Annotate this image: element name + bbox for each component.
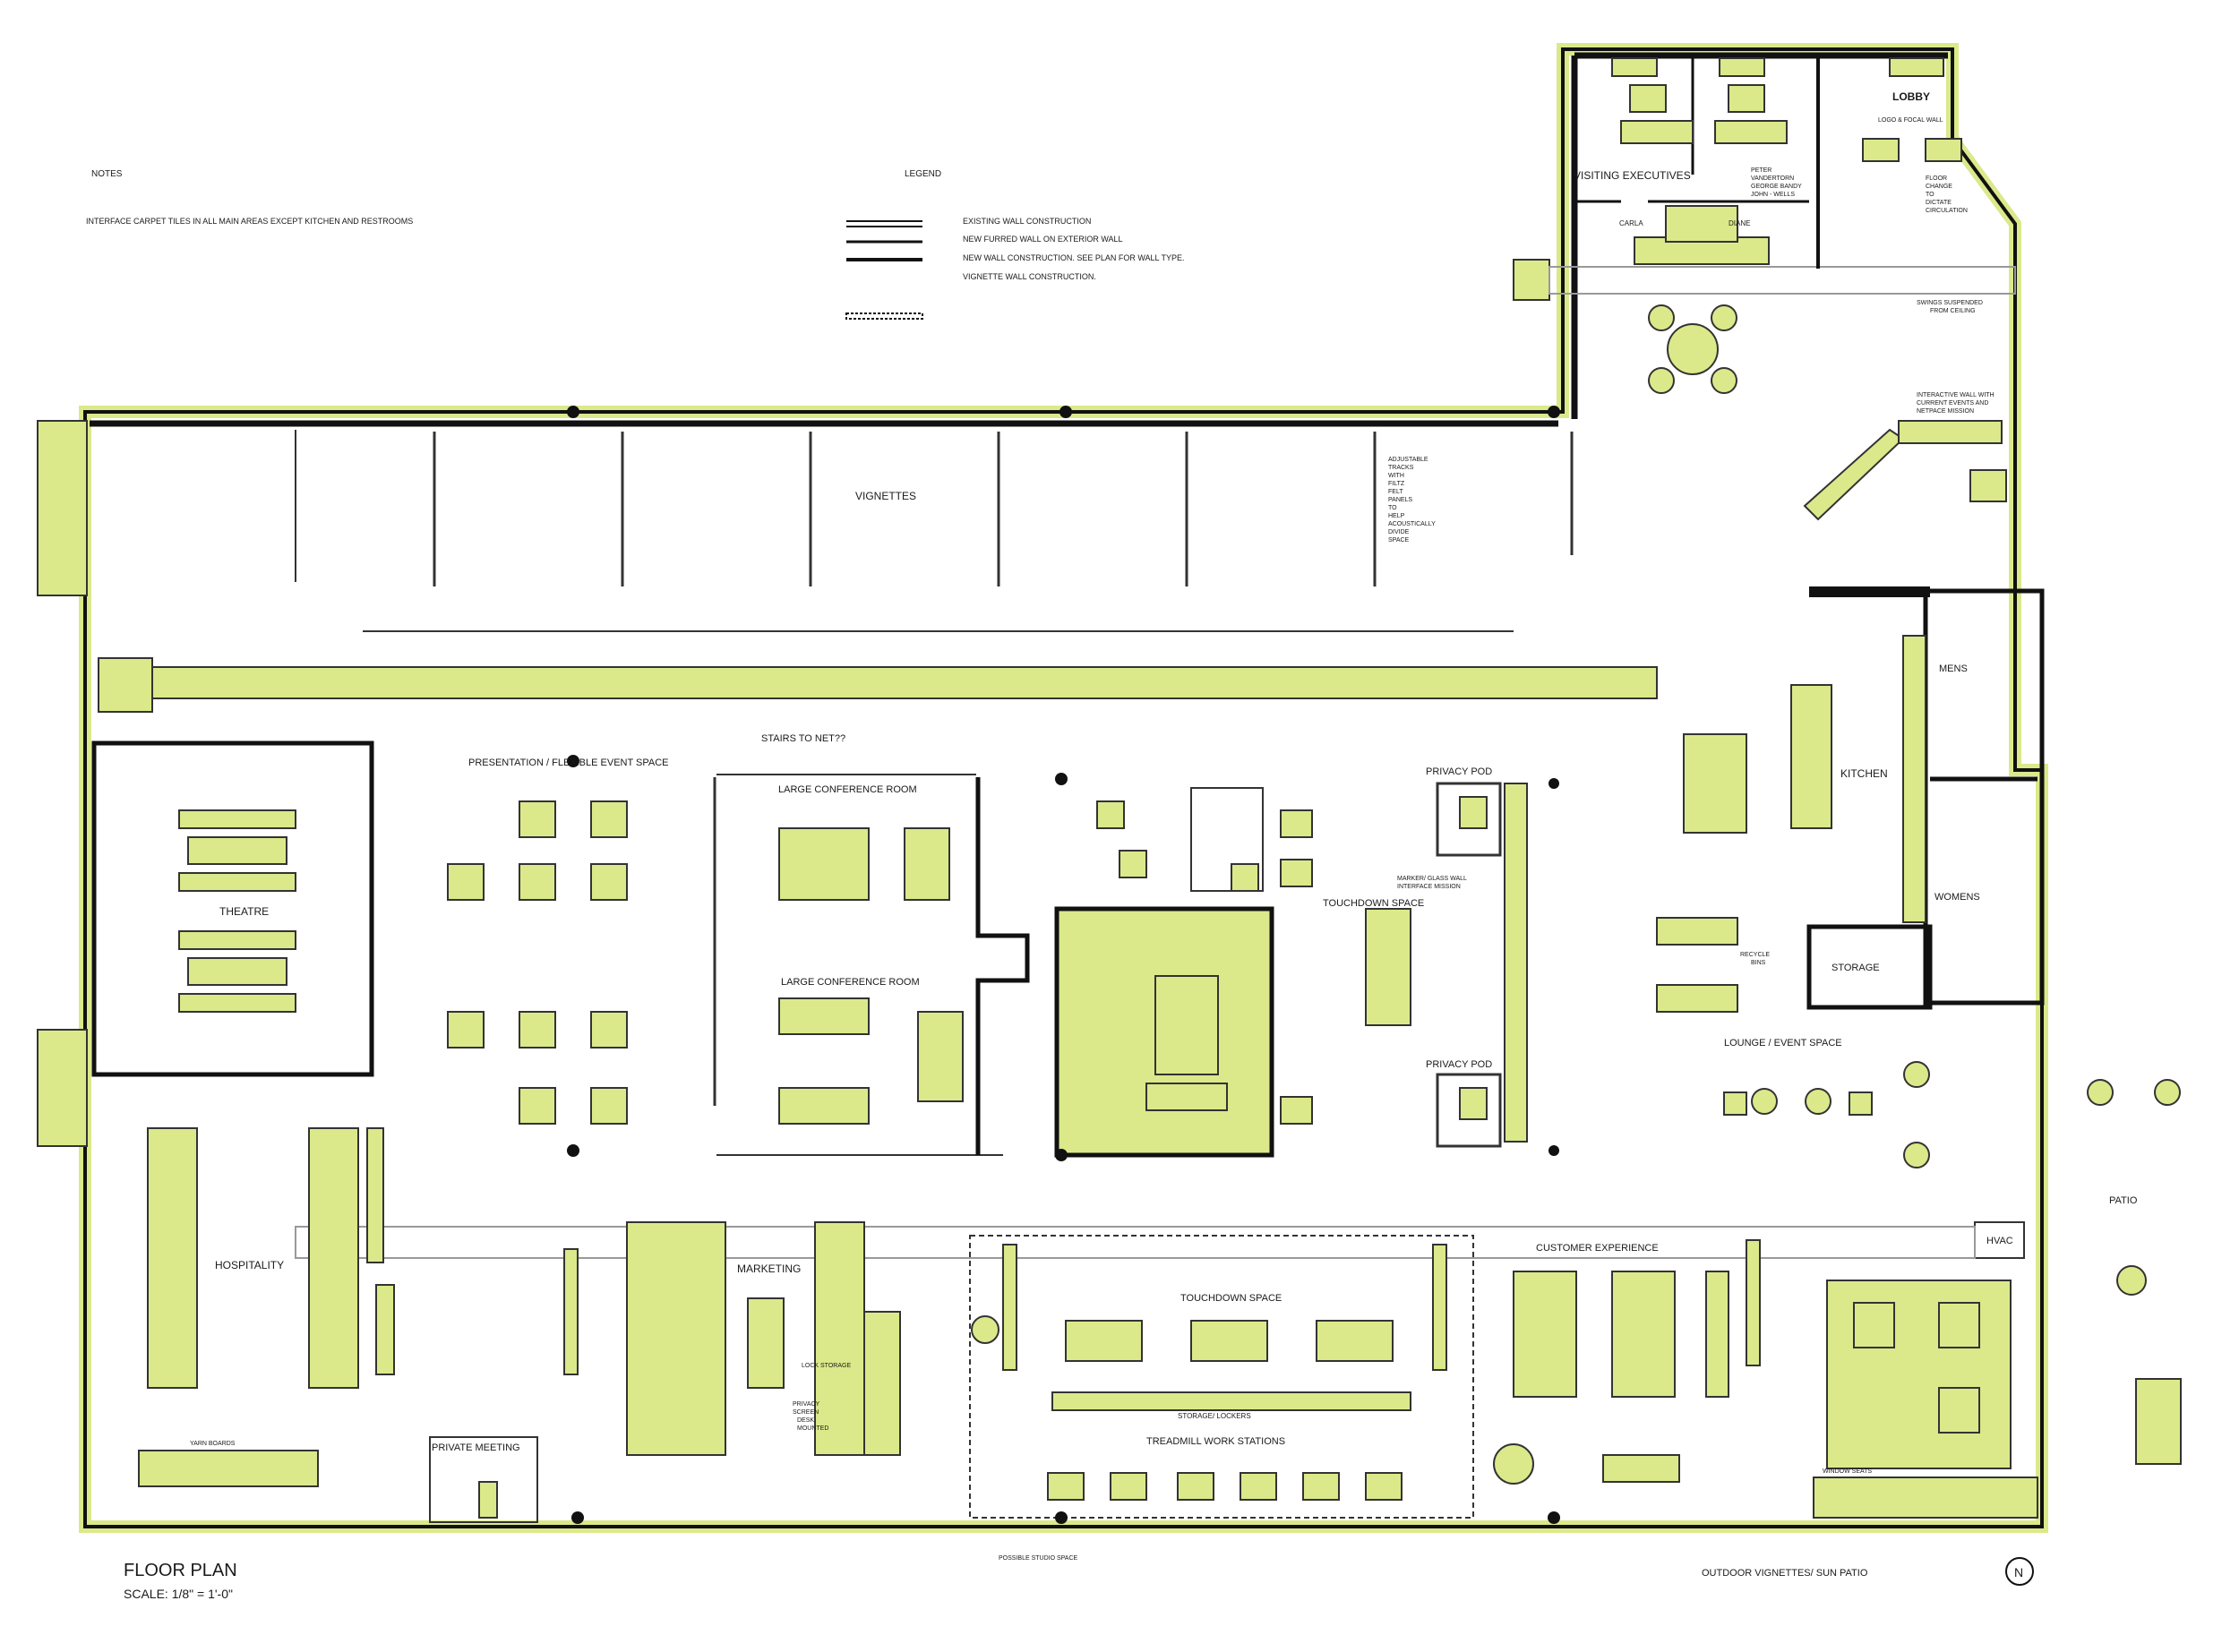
label-vignettes: VIGNETTES [855, 490, 916, 502]
note-floor-change-3: TO [1926, 192, 1934, 198]
note-tracks-9: ACOUSTICALLY [1388, 521, 1436, 527]
label-hvac: HVAC [1986, 1236, 2013, 1246]
note-lock-storage: LOCK STORAGE [802, 1363, 851, 1369]
note-tracks-7: TO [1388, 505, 1397, 511]
north-arrow-icon: N [2014, 1565, 2023, 1579]
legend-item-new: NEW WALL CONSTRUCTION. SEE PLAN FOR WALL… [963, 253, 1185, 262]
note-tracks-4: FILTZ [1388, 481, 1405, 487]
label-large-conference-2: LARGE CONFERENCE ROOM [781, 977, 920, 988]
note-recycle-2: BINS [1751, 960, 1766, 966]
label-touchdown-2: TOUCHDOWN SPACE [1180, 1293, 1282, 1304]
legend-item-furred: NEW FURRED WALL ON EXTERIOR WALL [963, 235, 1123, 244]
annotations: CARLA DIANE PETER VANDERTORN GEORGE BAND… [190, 117, 2023, 1579]
label-marketing: MARKETING [737, 1263, 801, 1275]
note-carla: CARLA [1619, 219, 1643, 227]
legend-item-existing: EXISTING WALL CONSTRUCTION [963, 217, 1091, 226]
note-exec-name-2: VANDERTORN [1751, 175, 1794, 182]
note-tracks-10: DIVIDE [1388, 529, 1410, 535]
drawing-title: FLOOR PLAN [124, 1561, 237, 1580]
note-exec-name-1: PETER [1751, 167, 1771, 174]
notes-heading: NOTES [91, 169, 123, 179]
label-outdoor-vignettes: OUTDOOR VIGNETTES/ SUN PATIO [1702, 1568, 1868, 1579]
label-lobby: LOBBY [1892, 90, 1930, 103]
label-presentation: PRESENTATION / FLEXIBLE EVENT SPACE [468, 758, 669, 768]
label-large-conference-1: LARGE CONFERENCE ROOM [778, 784, 917, 795]
note-swings-1: SWINGS SUSPENDED [1917, 300, 1983, 306]
note-yarn-boards: YARN BOARDS [190, 1441, 236, 1447]
label-private-meeting: PRIVATE MEETING [432, 1442, 520, 1453]
note-tracks-5: FELT [1388, 489, 1403, 495]
label-stairs: STAIRS TO NET?? [761, 733, 845, 744]
note-possible-studio: POSSIBLE STUDIO SPACE [999, 1555, 1078, 1562]
title-block: FLOOR PLAN SCALE: 1/8" = 1'-0" [124, 1561, 237, 1601]
label-privacy-pod-1: PRIVACY POD [1426, 766, 1492, 777]
label-customer-experience: CUSTOMER EXPERIENCE [1536, 1243, 1659, 1254]
note-interactive-3: NETPACE MISSION [1917, 408, 1974, 415]
note-floor-change-2: CHANGE [1926, 184, 1952, 190]
label-hospitality: HOSPITALITY [215, 1259, 284, 1271]
label-lounge: LOUNGE / EVENT SPACE [1724, 1038, 1842, 1049]
legend-item-vignette: VIGNETTE WALL CONSTRUCTION. [963, 272, 1096, 281]
floor-plan-base [37, 43, 2182, 1586]
note-logo-wall: LOGO & FOCAL WALL [1878, 117, 1943, 124]
note-privacy-screen-3: DESK [797, 1417, 814, 1424]
label-theatre: THEATRE [219, 905, 269, 918]
note-diane: DIANE [1729, 219, 1750, 227]
note-tracks-8: HELP [1388, 513, 1405, 519]
notes-legend: NOTES INTERFACE CARPET TILES IN ALL MAIN… [86, 169, 1185, 281]
note-tracks-3: WITH [1388, 473, 1404, 479]
label-touchdown-1: TOUCHDOWN SPACE [1323, 898, 1424, 909]
note-interactive-1: INTERACTIVE WALL WITH [1917, 392, 1995, 398]
note-privacy-screen-2: SCREEN [793, 1409, 819, 1416]
note-marker-wall-2: INTERFACE MISSION [1397, 884, 1461, 890]
note-marker-wall-1: MARKER/ GLASS WALL [1397, 876, 1467, 882]
note-storage-lockers: STORAGE/ LOCKERS [1178, 1412, 1251, 1420]
note-floor-change-4: DICTATE [1926, 200, 1952, 206]
label-mens: MENS [1939, 663, 1968, 674]
label-kitchen: KITCHEN [1840, 767, 1888, 780]
note-tracks-11: SPACE [1388, 537, 1410, 544]
notes-item: INTERFACE CARPET TILES IN ALL MAIN AREAS… [86, 217, 413, 226]
note-tracks-2: TRACKS [1388, 465, 1414, 471]
note-floor-change-5: CIRCULATION [1926, 208, 1968, 214]
note-swings-2: FROM CEILING [1930, 308, 1976, 314]
note-window-seats: WINDOW SEATS [1823, 1468, 1872, 1475]
note-privacy-screen-1: PRIVACY [793, 1401, 820, 1408]
note-exec-name-3: GEORGE BANDY [1751, 184, 1802, 190]
label-patio: PATIO [2109, 1195, 2138, 1206]
note-floor-change-1: FLOOR [1926, 175, 1947, 182]
label-womens: WOMENS [1934, 892, 1980, 903]
room-labels: VIGNETTES VISITING EXECUTIVES LOBBY THEA… [215, 90, 2138, 1579]
note-tracks-6: PANELS [1388, 497, 1412, 503]
drawing-scale: SCALE: 1/8" = 1'-0" [124, 1587, 233, 1601]
legend-heading: LEGEND [905, 169, 941, 179]
note-exec-name-4: JOHN - WELLS [1751, 192, 1795, 198]
label-storage: STORAGE [1832, 963, 1880, 973]
label-privacy-pod-2: PRIVACY POD [1426, 1059, 1492, 1070]
label-treadmill: TREADMILL WORK STATIONS [1146, 1436, 1285, 1447]
note-tracks-1: ADJUSTABLE [1388, 457, 1428, 463]
note-privacy-screen-4: MOUNTED [797, 1425, 828, 1432]
note-recycle-1: RECYCLE [1740, 952, 1770, 958]
label-visiting-executives: VISITING EXECUTIVES [1574, 169, 1691, 182]
note-interactive-2: CURRENT EVENTS AND [1917, 400, 1988, 407]
